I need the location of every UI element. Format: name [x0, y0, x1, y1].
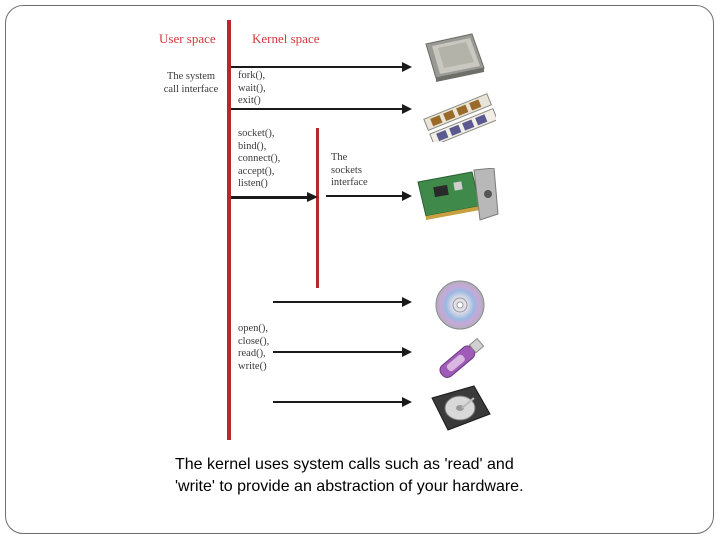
arrow-to-sockets-interface — [231, 196, 308, 199]
sockets-interface-line — [316, 128, 319, 288]
sockets-interface-label: The sockets interface — [331, 152, 368, 190]
hard-disk-icon — [428, 384, 494, 434]
memory-modules-icon — [420, 84, 496, 142]
network-card-icon — [414, 168, 500, 228]
process-calls-label: fork(), wait(), exit() — [238, 70, 266, 108]
file-calls-label: open(), close(), read(), write() — [238, 323, 269, 373]
syscall-interface-label: The system call interface — [160, 71, 222, 96]
arrow-to-hard-disk — [273, 401, 403, 403]
slide-caption: The kernel uses system calls such as 're… — [175, 454, 555, 498]
socket-calls-label: socket(), bind(), connect(), accept(), l… — [238, 128, 280, 191]
user-kernel-boundary-line — [227, 20, 231, 440]
arrow-to-cpu — [231, 66, 403, 68]
user-space-label: User space — [159, 31, 216, 47]
arrow-to-usb-drive — [273, 351, 403, 353]
arrow-to-memory — [231, 108, 403, 110]
kernel-space-label: Kernel space — [252, 31, 320, 47]
arrow-to-network-card — [326, 195, 403, 197]
usb-drive-icon — [430, 333, 488, 385]
arrow-to-cd-disc — [273, 301, 403, 303]
cpu-chip-icon — [418, 30, 490, 82]
cd-disc-icon — [434, 279, 486, 331]
